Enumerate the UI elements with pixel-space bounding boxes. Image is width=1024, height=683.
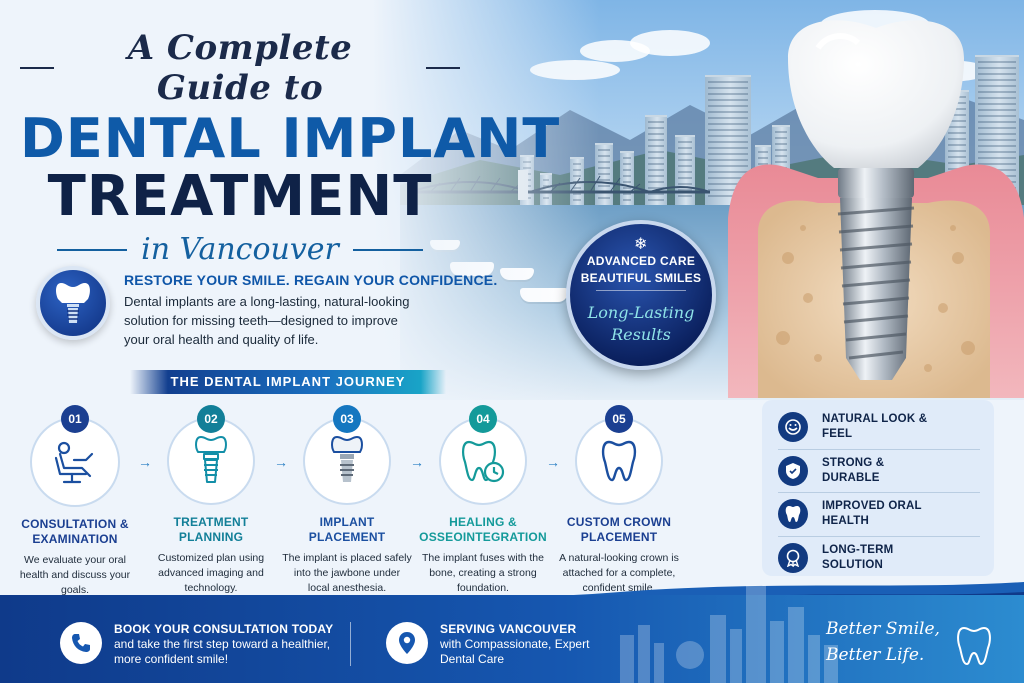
tooth-clock-icon xyxy=(462,440,505,483)
award-icon xyxy=(778,543,808,574)
implant-screw-icon xyxy=(331,435,363,482)
book-title: BOOK YOUR CONSULTATION TODAY xyxy=(114,622,334,636)
smile-icon xyxy=(778,412,808,443)
footer-divider xyxy=(350,622,351,666)
benefit-label: IMPROVED ORAL HEALTH xyxy=(822,500,922,528)
step-title: HEALING & OSSEOINTEGRATION xyxy=(419,515,547,544)
hero-fade xyxy=(0,0,600,400)
badge-divider xyxy=(596,290,686,291)
step-description: The implant fuses with the bone, creatin… xyxy=(422,552,544,594)
maple-leaf-icon: ❄ xyxy=(634,236,648,253)
city-dash-right xyxy=(352,248,423,251)
step-number: 04 xyxy=(469,405,497,433)
city-dash-left xyxy=(57,248,128,251)
badge-script: Long-Lasting Results xyxy=(587,303,695,344)
tooth-implant-illustration xyxy=(728,20,1024,398)
dental-chair-icon xyxy=(54,441,94,484)
journey-step-2: 02 TREATMENT PLANNING Customized plan us… xyxy=(146,403,276,596)
implant-icon xyxy=(36,266,110,340)
arrow-icon: → xyxy=(546,454,560,470)
tagline-line2: Better Life. xyxy=(826,645,925,665)
arrow-icon: → xyxy=(274,454,288,470)
serving-vancouver: SERVING VANCOUVER with Compassionate, Ex… xyxy=(440,622,610,667)
journey-heading: THE DENTAL IMPLANT JOURNEY xyxy=(130,370,446,394)
step-number: 01 xyxy=(61,405,89,433)
serve-body: with Compassionate, Expert Dental Care xyxy=(440,637,590,666)
arrow-icon: → xyxy=(410,454,424,470)
serve-title: SERVING VANCOUVER xyxy=(440,622,577,636)
step-number: 02 xyxy=(197,405,225,433)
title-secondary: TREATMENT xyxy=(47,164,433,229)
advanced-care-badge: ❄ ADVANCED CARE BEAUTIFUL SMILES Long-La… xyxy=(566,220,716,370)
benefit-item: IMPROVED ORAL HEALTH xyxy=(778,493,980,537)
step-number: 05 xyxy=(605,405,633,433)
title-city: in Vancouver xyxy=(141,232,339,267)
benefit-item: STRONG & DURABLE xyxy=(778,450,980,493)
book-consultation[interactable]: BOOK YOUR CONSULTATION TODAY and take th… xyxy=(114,622,334,667)
footer-bar xyxy=(0,595,1024,683)
title-main: DENTAL IMPLANT xyxy=(20,107,561,170)
benefit-label: NATURAL LOOK & FEEL xyxy=(822,413,928,441)
phone-icon[interactable] xyxy=(60,622,102,664)
journey-step-1: 01 CONSULTATION & EXAMINATION We evaluat… xyxy=(10,403,140,598)
tagline: Better Smile, Better Life. xyxy=(826,616,940,668)
benefit-label: LONG-TERM SOLUTION xyxy=(822,544,894,572)
journey-step-5: 05 CUSTOM CROWN PLACEMENT A natural-look… xyxy=(554,403,684,596)
intro-body: Dental implants are a long-lasting, natu… xyxy=(124,294,410,347)
tooth-outline-icon xyxy=(957,627,991,665)
benefit-label: STRONG & DURABLE xyxy=(822,456,885,484)
implant-icon xyxy=(195,436,227,483)
step-description: Customized plan using advanced imaging a… xyxy=(157,552,265,594)
title-dash-left xyxy=(20,67,55,69)
badge-line1: ADVANCED CARE xyxy=(586,254,696,268)
book-body: and take the first step toward a healthi… xyxy=(114,637,331,666)
tagline-line1: Better Smile, xyxy=(826,619,940,639)
benefits-panel: NATURAL LOOK & FEEL STRONG & DURABLE IMP… xyxy=(762,400,994,576)
intro-heading: RESTORE YOUR SMILE. REGAIN YOUR CONFIDEN… xyxy=(124,272,498,288)
step-description: The implant is placed safely into the ja… xyxy=(282,552,412,594)
tooth-icon xyxy=(778,499,808,530)
journey-step-3: 03 IMPLANT PLACEMENT The implant is plac… xyxy=(282,403,412,596)
step-title: TREATMENT PLANNING xyxy=(173,515,249,544)
shield-icon xyxy=(778,455,808,486)
vancouver-skyline-image xyxy=(620,585,838,683)
title-dash-right xyxy=(425,67,460,69)
location-pin-icon[interactable] xyxy=(386,622,428,664)
step-title: CUSTOM CROWN PLACEMENT xyxy=(566,515,672,544)
step-number: 03 xyxy=(333,405,361,433)
journey-step-4: 04 HEALING & OSSEOINTEGRATION The implan… xyxy=(418,403,548,596)
step-description: We evaluate your oral health and discuss… xyxy=(19,554,131,596)
step-title: IMPLANT PLACEMENT xyxy=(308,515,386,544)
badge-line2: BEAUTIFUL SMILES xyxy=(580,271,702,285)
benefit-item: NATURAL LOOK & FEEL xyxy=(778,406,980,450)
arrow-icon: → xyxy=(138,454,152,470)
benefit-item: LONG-TERM SOLUTION xyxy=(778,537,980,581)
step-title: CONSULTATION & EXAMINATION xyxy=(21,517,129,546)
title-block: A Complete Guide to DENTAL IMPLANT TREAT… xyxy=(20,28,561,267)
tooth-icon xyxy=(601,440,637,482)
title-script: A Complete Guide to xyxy=(127,28,353,108)
